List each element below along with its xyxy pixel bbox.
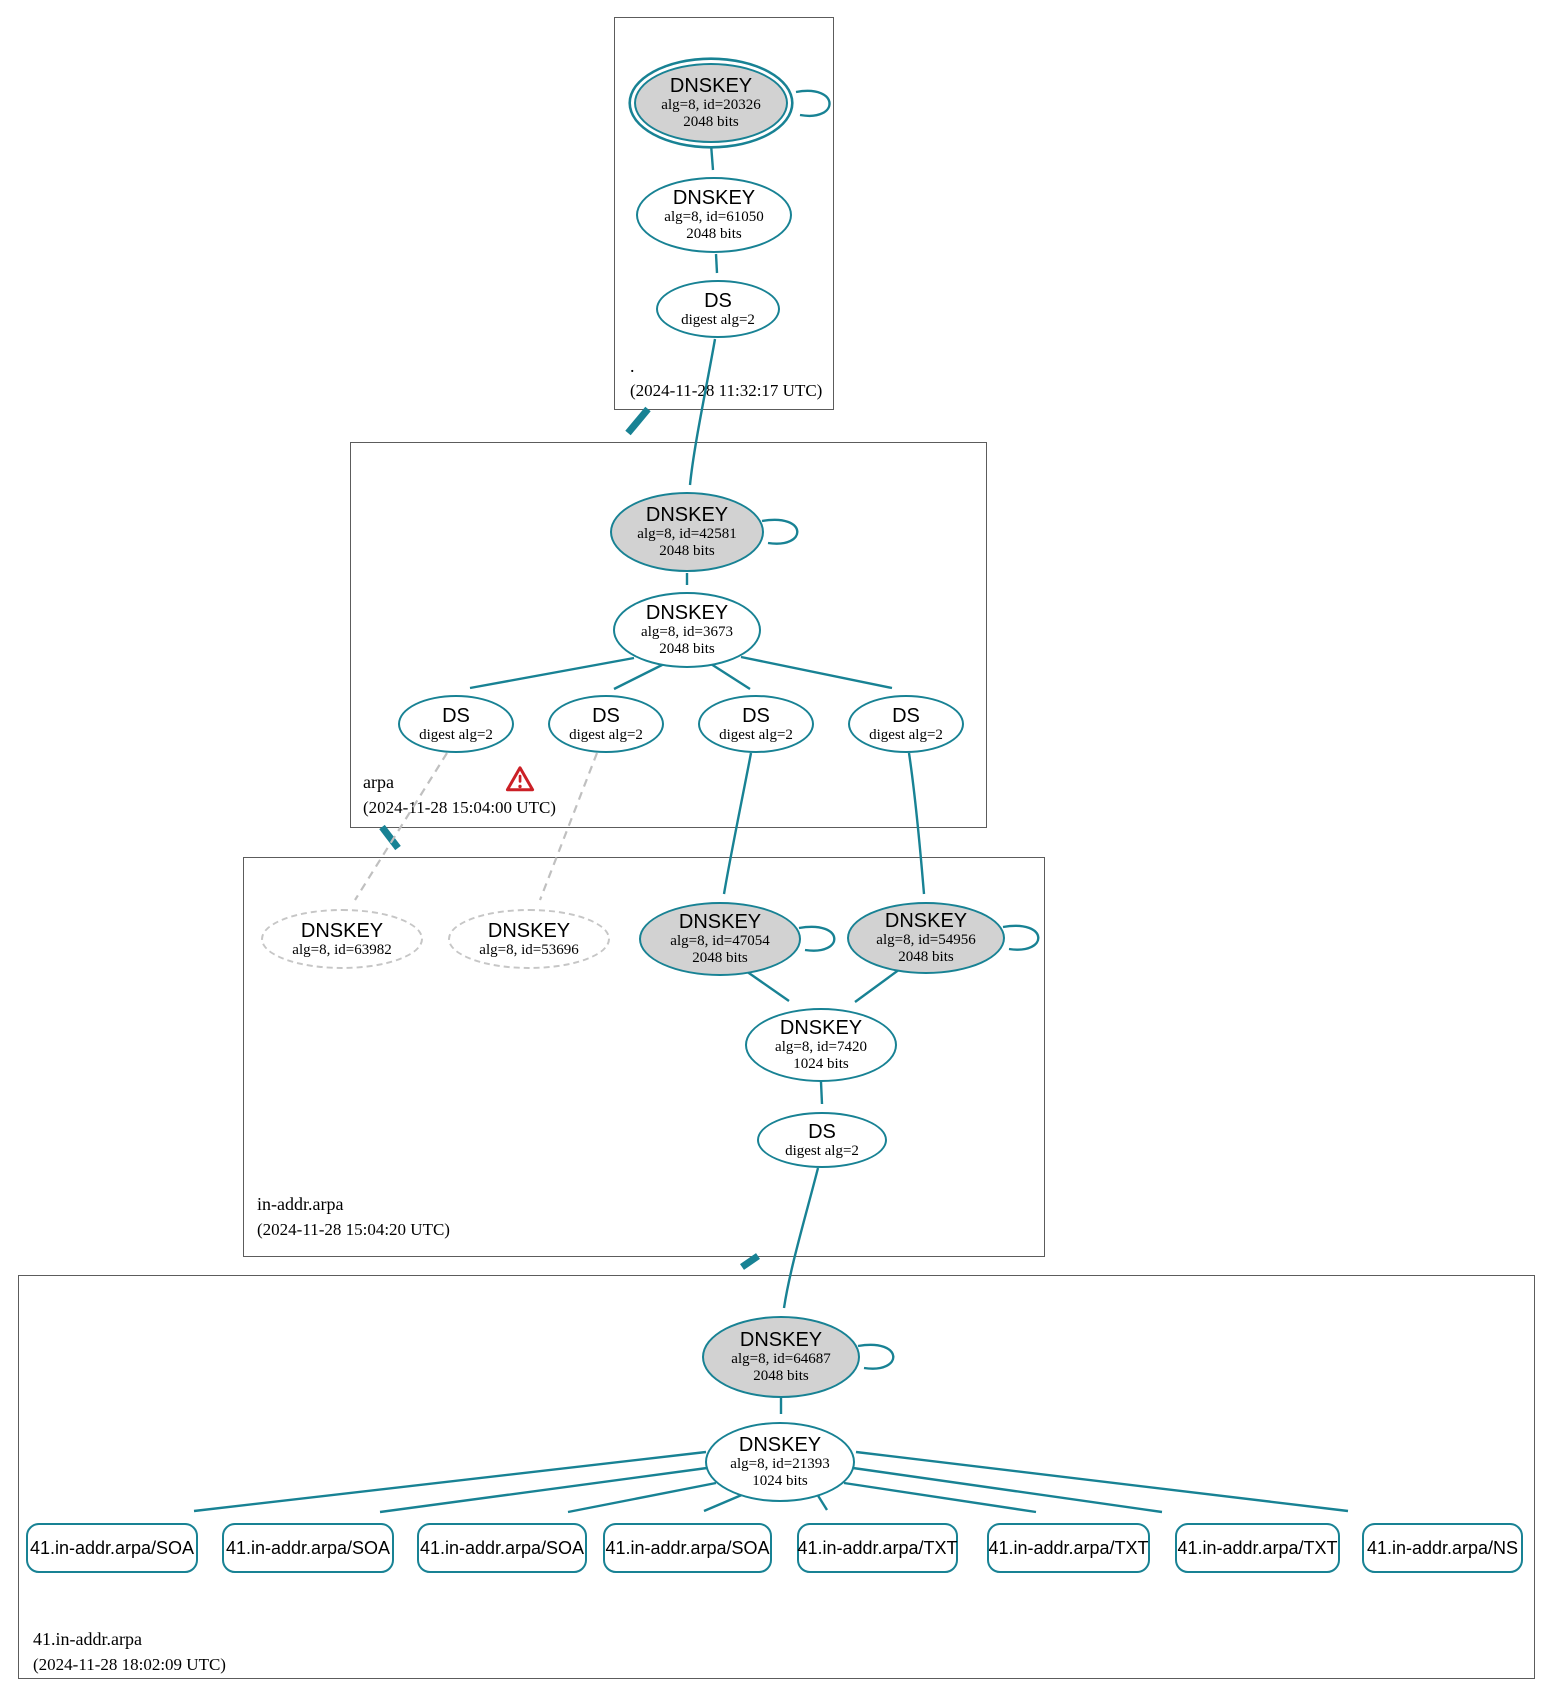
ds-node-arpa-2[interactable]: DS digest alg=2 — [548, 695, 664, 753]
ds-node-in-addr-arpa[interactable]: DS digest alg=2 — [757, 1112, 887, 1168]
dnskey-node-54956[interactable]: DNSKEY alg=8, id=54956 2048 bits — [847, 902, 1005, 974]
node-digest: digest alg=2 — [681, 311, 755, 328]
node-title: DNSKEY — [678, 911, 762, 933]
node-title: DNSKEY — [487, 919, 571, 942]
node-alg-id: alg=8, id=64687 — [731, 1351, 831, 1367]
node-digest: digest alg=2 — [785, 1142, 859, 1159]
dnskey-node-7420[interactable]: DNSKEY alg=8, id=7420 1024 bits — [745, 1008, 897, 1082]
node-title: DNSKEY — [884, 910, 968, 932]
node-title: DS — [742, 704, 770, 727]
zone-label-41-in-addr-arpa: 41.in-addr.arpa — [33, 1629, 142, 1649]
zone-timestamp-root: (2024-11-28 11:32:17 UTC) — [630, 381, 823, 400]
node-title: DNSKEY — [779, 1017, 863, 1039]
node-bits: 1024 bits — [752, 1473, 808, 1489]
node-bits: 2048 bits — [659, 641, 715, 657]
node-title: DS — [442, 704, 470, 727]
node-alg-id: alg=8, id=63982 — [292, 941, 392, 958]
zone-box-in-addr-arpa — [243, 857, 1045, 1257]
node-alg-id: alg=8, id=53696 — [479, 941, 579, 958]
dnskey-node-64687[interactable]: DNSKEY alg=8, id=64687 2048 bits — [702, 1316, 860, 1398]
zone-timestamp-arpa: (2024-11-28 15:04:00 UTC) — [363, 798, 556, 817]
node-alg-id: alg=8, id=7420 — [775, 1039, 867, 1055]
dnskey-node-53696[interactable]: DNSKEY alg=8, id=53696 — [448, 909, 610, 969]
ds-node-arpa-3[interactable]: DS digest alg=2 — [698, 695, 814, 753]
record-box-soa-4[interactable]: 41.in-addr.arpa/SOA — [603, 1523, 772, 1573]
node-bits: 2048 bits — [683, 114, 739, 130]
dnskey-node-3673[interactable]: DNSKEY alg=8, id=3673 2048 bits — [613, 592, 761, 668]
node-title: DS — [808, 1120, 836, 1143]
node-title: DS — [704, 289, 732, 312]
node-title: DS — [892, 704, 920, 727]
node-bits: 1024 bits — [793, 1056, 849, 1072]
record-box-txt-1[interactable]: 41.in-addr.arpa/TXT — [797, 1523, 958, 1573]
dnskey-node-21393[interactable]: DNSKEY alg=8, id=21393 1024 bits — [705, 1422, 855, 1502]
zone-box-arpa — [350, 442, 987, 828]
ds-node-root[interactable]: DS digest alg=2 — [656, 280, 780, 338]
zone-label-root: . — [630, 356, 635, 376]
node-alg-id: alg=8, id=20326 — [661, 97, 761, 113]
node-bits: 2048 bits — [686, 226, 742, 242]
record-box-soa-1[interactable]: 41.in-addr.arpa/SOA — [26, 1523, 198, 1573]
node-title: DNSKEY — [738, 1434, 822, 1456]
zone-box-41-in-addr-arpa — [18, 1275, 1535, 1679]
zone-label-arpa: arpa — [363, 772, 394, 792]
node-digest: digest alg=2 — [869, 726, 943, 743]
node-title: DNSKEY — [645, 602, 729, 624]
node-title: DNSKEY — [672, 187, 756, 209]
zone-timestamp-41-in-addr-arpa: (2024-11-28 18:02:09 UTC) — [33, 1655, 226, 1674]
node-alg-id: alg=8, id=54956 — [876, 932, 976, 948]
zone-root-edges — [625, 89, 831, 486]
node-title: DS — [592, 704, 620, 727]
zone-arpa-edges — [354, 518, 926, 901]
node-alg-id: alg=8, id=3673 — [641, 624, 733, 640]
node-alg-id: alg=8, id=42581 — [637, 526, 737, 542]
node-digest: digest alg=2 — [569, 726, 643, 743]
node-title: DNSKEY — [300, 919, 384, 942]
node-alg-id: alg=8, id=61050 — [664, 209, 764, 225]
dnskey-node-47054[interactable]: DNSKEY alg=8, id=47054 2048 bits — [639, 902, 801, 976]
node-bits: 2048 bits — [659, 543, 715, 559]
zone-box-root — [614, 17, 834, 410]
record-box-ns[interactable]: 41.in-addr.arpa/NS — [1362, 1523, 1523, 1573]
node-title: DNSKEY — [739, 1329, 823, 1351]
dnskey-node-63982[interactable]: DNSKEY alg=8, id=63982 — [261, 909, 423, 969]
dnskey-node-61050[interactable]: DNSKEY alg=8, id=61050 2048 bits — [636, 177, 792, 253]
node-bits: 2048 bits — [898, 949, 954, 965]
node-title: DNSKEY — [645, 504, 729, 526]
zone-in-addr-arpa-edges — [740, 924, 1040, 1309]
node-title: DNSKEY — [669, 75, 753, 97]
ds-node-arpa-4[interactable]: DS digest alg=2 — [848, 695, 964, 753]
record-box-txt-3[interactable]: 41.in-addr.arpa/TXT — [1175, 1523, 1340, 1573]
node-bits: 2048 bits — [692, 950, 748, 966]
node-bits: 2048 bits — [753, 1368, 809, 1384]
node-digest: digest alg=2 — [719, 726, 793, 743]
dnskey-node-20326[interactable]: DNSKEY alg=8, id=20326 2048 bits — [634, 63, 788, 143]
ds-node-arpa-1[interactable]: DS digest alg=2 — [398, 695, 514, 753]
zone-timestamp-in-addr-arpa: (2024-11-28 15:04:20 UTC) — [257, 1220, 450, 1239]
record-box-txt-2[interactable]: 41.in-addr.arpa/TXT — [987, 1523, 1150, 1573]
record-box-soa-2[interactable]: 41.in-addr.arpa/SOA — [222, 1523, 394, 1573]
zone-label-in-addr-arpa: in-addr.arpa — [257, 1194, 344, 1214]
node-alg-id: alg=8, id=21393 — [730, 1456, 830, 1472]
zone-41-in-addr-arpa-edges — [193, 1343, 1349, 1514]
dnskey-node-42581[interactable]: DNSKEY alg=8, id=42581 2048 bits — [610, 492, 764, 572]
node-digest: digest alg=2 — [419, 726, 493, 743]
warning-icon — [505, 766, 535, 792]
record-box-soa-3[interactable]: 41.in-addr.arpa/SOA — [417, 1523, 587, 1573]
node-alg-id: alg=8, id=47054 — [670, 933, 770, 949]
